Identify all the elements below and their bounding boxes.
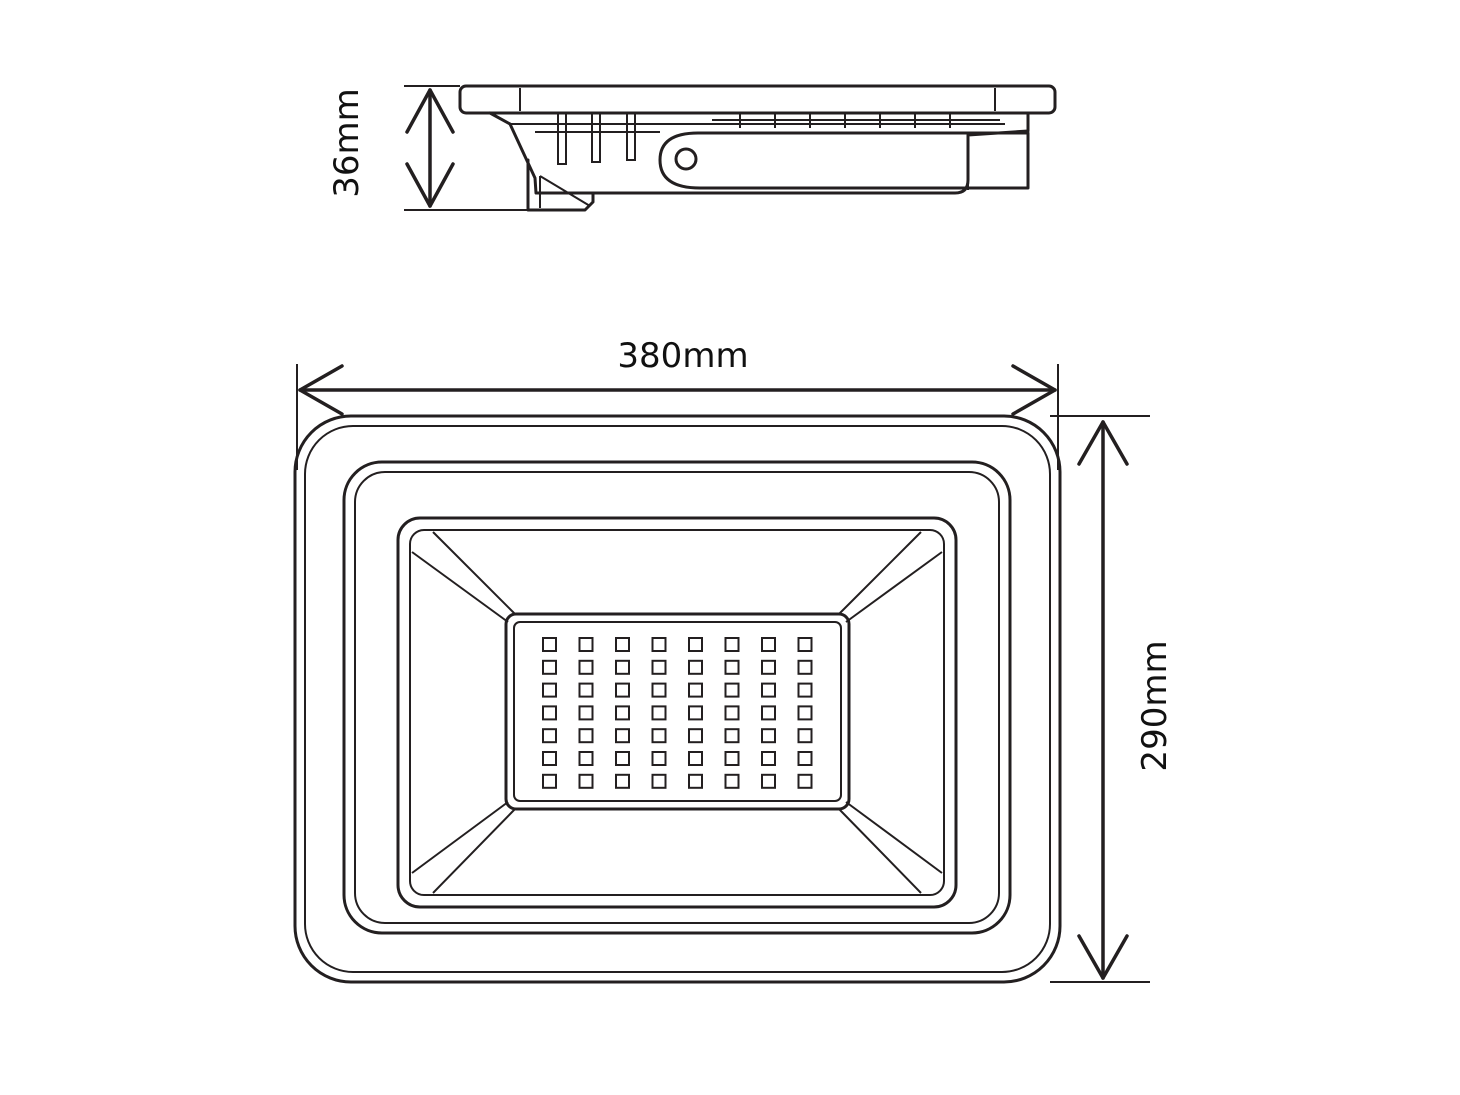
led-chip bbox=[651, 637, 667, 652]
led-chip bbox=[797, 751, 813, 766]
led-chip bbox=[578, 728, 594, 744]
led-chip bbox=[724, 705, 740, 721]
side-fins bbox=[557, 113, 1000, 165]
led-chip bbox=[797, 705, 813, 721]
led-chip bbox=[578, 751, 594, 766]
led-chip bbox=[615, 637, 630, 652]
led-chip bbox=[615, 659, 630, 675]
led-chip bbox=[578, 682, 594, 698]
led-chip bbox=[688, 728, 703, 744]
front-bezel bbox=[342, 460, 1012, 935]
led-chip bbox=[578, 659, 594, 675]
led-chip bbox=[542, 751, 557, 766]
led-chip bbox=[615, 728, 630, 744]
led-chip bbox=[578, 637, 594, 652]
led-chip bbox=[761, 751, 776, 766]
led-chip bbox=[724, 637, 740, 652]
width-dimension: 380mm bbox=[296, 336, 1059, 470]
led-grid bbox=[542, 637, 813, 789]
led-chip bbox=[578, 773, 594, 789]
led-chip bbox=[651, 682, 667, 698]
led-chip bbox=[651, 751, 667, 766]
side-view bbox=[458, 84, 1057, 212]
led-chip bbox=[761, 705, 776, 721]
led-chip bbox=[542, 659, 557, 675]
led-chip bbox=[542, 705, 557, 721]
reflector-housing bbox=[396, 516, 958, 909]
led-chip bbox=[688, 682, 703, 698]
led-chip bbox=[651, 659, 667, 675]
led-chip bbox=[797, 728, 813, 744]
led-chip bbox=[542, 773, 557, 789]
led-chip bbox=[761, 773, 776, 789]
led-chip bbox=[797, 773, 813, 789]
side-mounting-bracket bbox=[658, 131, 1030, 190]
led-chip bbox=[615, 682, 630, 698]
height-label: 290mm bbox=[1135, 640, 1175, 771]
bracket-pivot-screw bbox=[674, 147, 698, 171]
led-chip bbox=[542, 682, 557, 698]
led-chip bbox=[724, 659, 740, 675]
front-view bbox=[293, 414, 1062, 984]
led-chip bbox=[542, 637, 557, 652]
width-label: 380mm bbox=[617, 336, 748, 376]
led-chip bbox=[761, 728, 776, 744]
led-chip bbox=[615, 705, 630, 721]
height-dimension: 290mm bbox=[1050, 415, 1175, 983]
led-chip bbox=[761, 682, 776, 698]
led-chip bbox=[688, 659, 703, 675]
led-chip bbox=[724, 773, 740, 789]
led-chip bbox=[688, 705, 703, 721]
depth-dimension: 36mm bbox=[327, 85, 528, 211]
led-chip bbox=[651, 773, 667, 789]
led-chip bbox=[615, 773, 630, 789]
led-board bbox=[504, 612, 851, 811]
led-chip bbox=[724, 728, 740, 744]
led-chip bbox=[688, 773, 703, 789]
depth-label: 36mm bbox=[327, 88, 367, 198]
led-chip bbox=[688, 751, 703, 766]
front-outer-frame bbox=[293, 414, 1062, 984]
led-chip bbox=[797, 637, 813, 652]
led-chip bbox=[542, 728, 557, 744]
led-chip bbox=[615, 751, 630, 766]
led-chip bbox=[688, 637, 703, 652]
led-chip bbox=[651, 728, 667, 744]
led-chip bbox=[724, 682, 740, 698]
reflector-facets bbox=[411, 531, 943, 894]
led-chip bbox=[651, 705, 667, 721]
led-chip bbox=[797, 659, 813, 675]
led-chip bbox=[578, 705, 594, 721]
led-chip bbox=[761, 659, 776, 675]
led-chip bbox=[797, 682, 813, 698]
side-rear-foot bbox=[526, 158, 595, 212]
led-chip bbox=[761, 637, 776, 652]
side-front-bezel bbox=[458, 84, 1057, 115]
led-chip bbox=[724, 751, 740, 766]
